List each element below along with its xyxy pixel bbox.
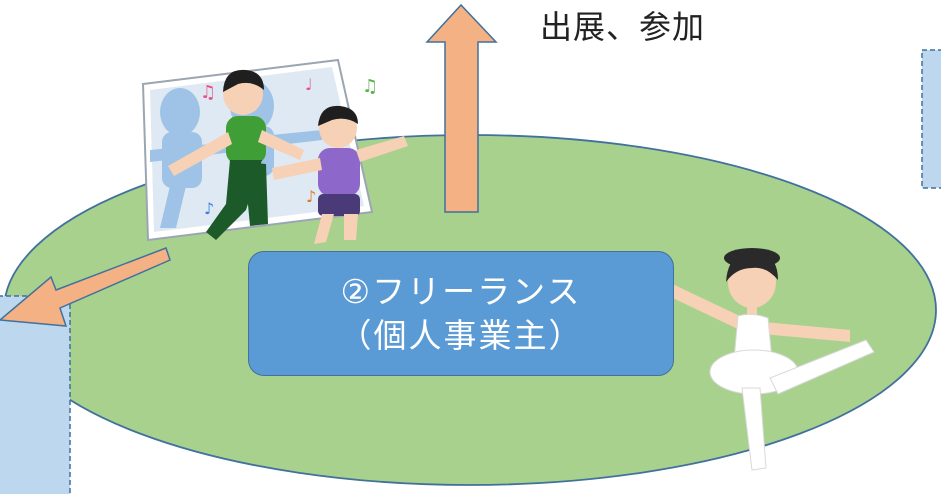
freelance-box-line1: ②フリーランス — [340, 271, 582, 311]
freelance-box: ②フリーランス （個人事業主） — [248, 251, 674, 376]
down-left-arrow — [0, 247, 171, 327]
right-side-box — [921, 49, 941, 189]
left-side-box — [0, 295, 71, 494]
freelance-box-line2: （個人事業主） — [338, 315, 584, 355]
ballerina-illustration — [660, 248, 875, 471]
svg-text:♪: ♪ — [306, 187, 316, 206]
svg-text:♫: ♫ — [362, 76, 378, 97]
svg-text:♫: ♫ — [200, 82, 216, 103]
dancing-kids-illustration: ♫ ♩ ♫ ♪ ♪ — [141, 58, 408, 244]
svg-text:♪: ♪ — [204, 199, 214, 218]
up-arrow — [425, 3, 498, 213]
arrow-label: 出展、参加 — [540, 8, 706, 46]
svg-text:♩: ♩ — [305, 75, 313, 94]
